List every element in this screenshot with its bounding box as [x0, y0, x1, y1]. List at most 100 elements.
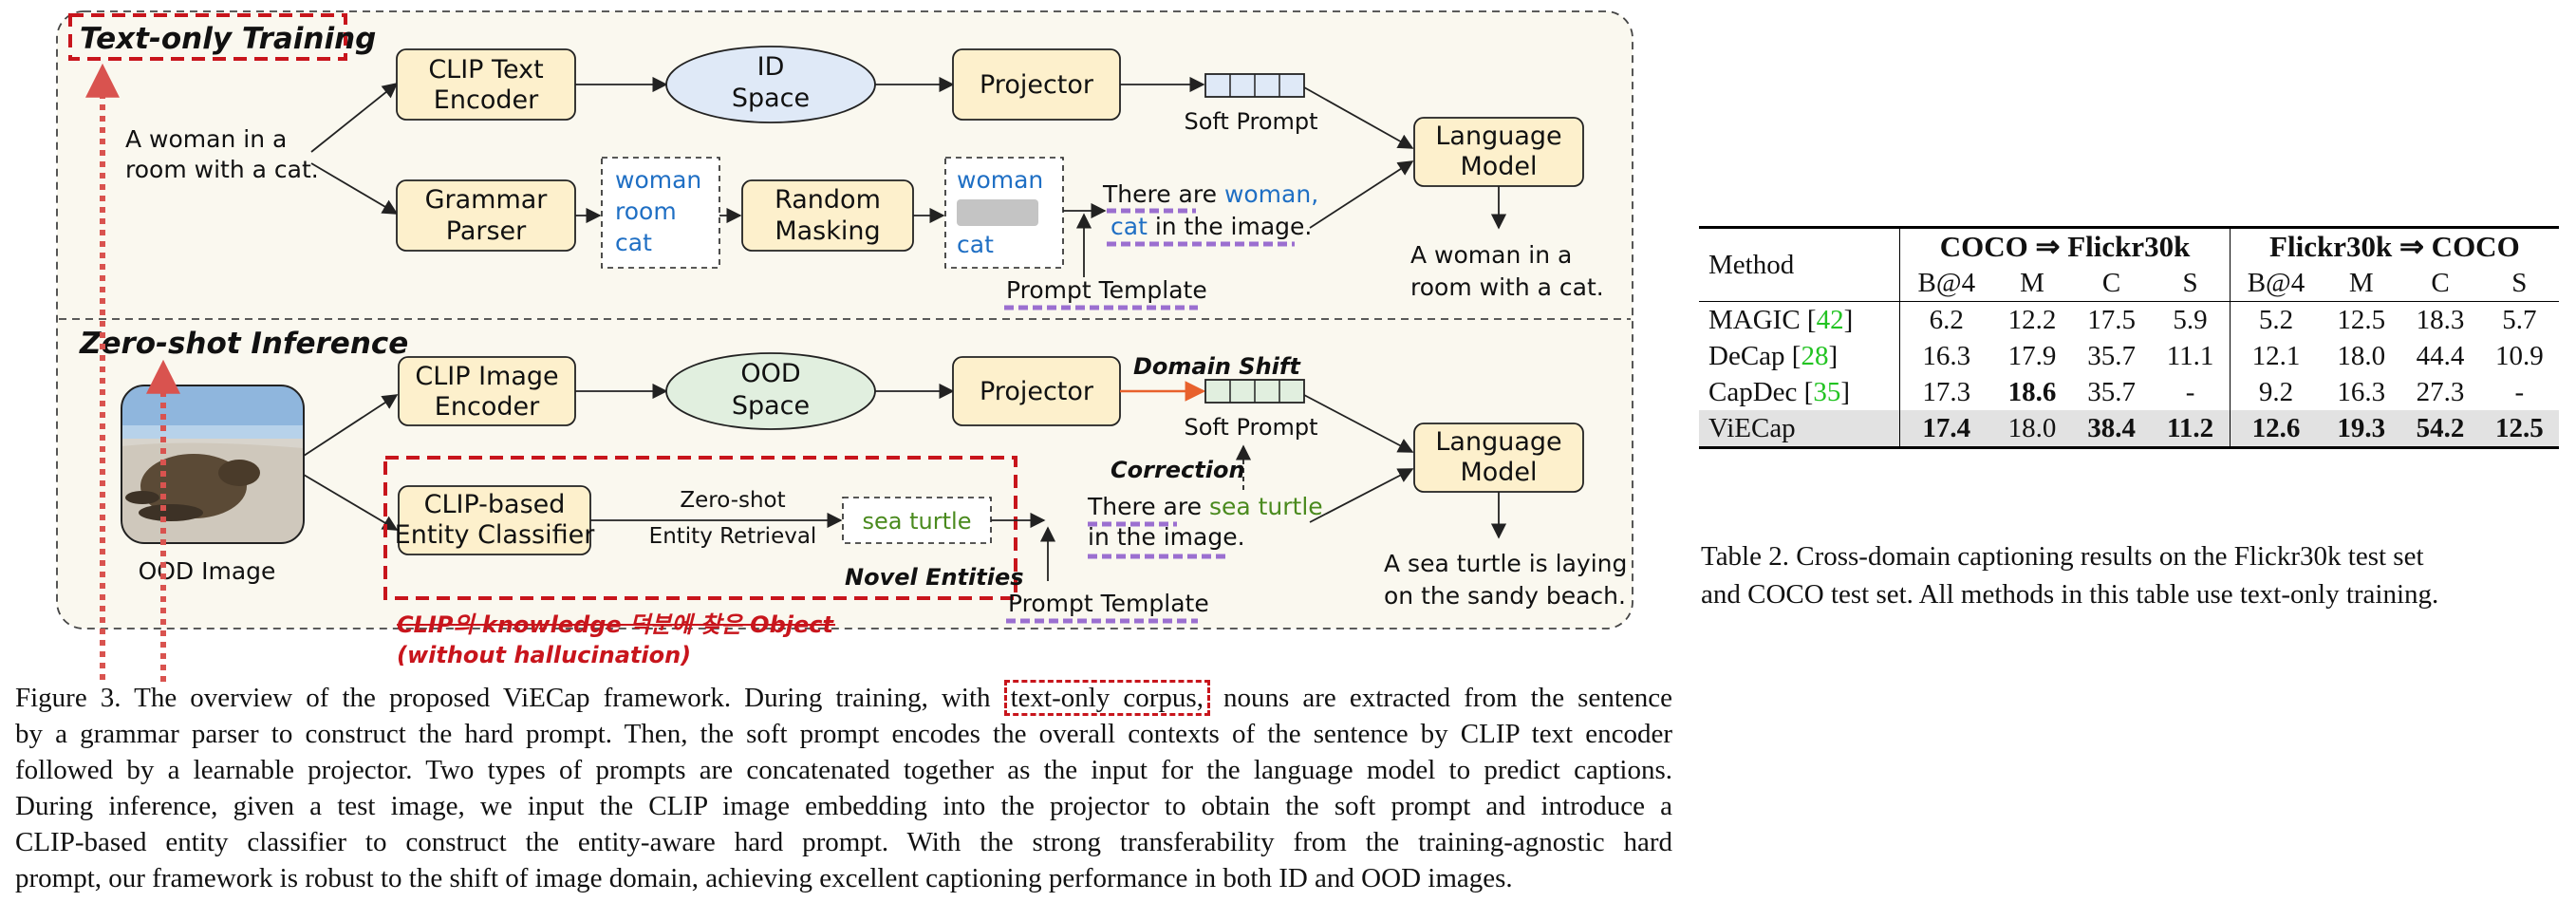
- projector-label-train: Projector: [980, 70, 1094, 100]
- value-cell: 5.9: [2151, 301, 2231, 338]
- prompt-infer-line-1: There are sea turtle: [1087, 493, 1323, 520]
- text-only-corpus-highlight: text-only corpus,: [1003, 680, 1210, 716]
- value-cell: 17.4: [1899, 410, 1993, 448]
- entity-classifier-label-1: CLIP-based: [424, 490, 566, 519]
- train-title-box: [68, 13, 347, 61]
- value-cell: 17.3: [1899, 374, 1993, 410]
- entity-sea-turtle: sea turtle: [863, 508, 972, 535]
- entity-box: [842, 497, 992, 544]
- language-model-label-infer-2: Model: [1460, 458, 1537, 487]
- infer-section-title: Zero-shot Inference: [79, 327, 408, 361]
- projector-label-infer: Projector: [980, 377, 1094, 406]
- value-cell: 12.5: [2322, 301, 2401, 338]
- metric-header: M: [2020, 267, 2044, 298]
- output-train-1: A woman in a: [1410, 241, 1572, 269]
- output-infer-1: A sea turtle is laying: [1384, 550, 1627, 577]
- results-table: Method COCO ⇒ Flickr30k Flickr30k ⇒ COCO…: [1699, 226, 2559, 449]
- random-masking-label-1: Random: [775, 185, 881, 215]
- value-cell: 54.2: [2400, 410, 2480, 448]
- random-masking-label-2: Masking: [775, 216, 880, 246]
- table-caption: Table 2. Cross-domain captioning results…: [1701, 537, 2555, 613]
- soft-prompt-label-train: Soft Prompt: [1184, 108, 1317, 135]
- figure-caption-line-5: CLIP-based entity classifier to construc…: [15, 827, 1672, 857]
- language-model-label-train-2: Model: [1460, 152, 1537, 181]
- clip-text-encoder-label-1: CLIP Text: [428, 55, 543, 85]
- figure-caption-line-4: During inference, given a test image, we…: [15, 791, 1672, 821]
- value-cell: 12.1: [2229, 338, 2323, 374]
- novel-entities-label: Novel Entities: [845, 564, 1024, 591]
- value-cell: 18.3: [2400, 301, 2480, 338]
- clip-image-encoder-label-2: Encoder: [435, 392, 540, 422]
- prompt-infer-line-2: in the image.: [1088, 523, 1245, 551]
- noun-woman: woman: [615, 166, 701, 194]
- table-row: DeCap [28] 16.3 17.9 35.7 11.1 12.1 18.0 44.4 10…: [1699, 338, 2559, 374]
- metric-header: M: [2348, 267, 2374, 298]
- value-cell: 44.4: [2416, 340, 2465, 371]
- value-cell: 9.2: [2229, 374, 2323, 410]
- ood-image-label: OOD Image: [139, 557, 276, 585]
- value-cell: 6.2: [1899, 301, 1993, 338]
- prompt-template-infer: Prompt Template: [1008, 590, 1209, 617]
- value-cell: 10.9: [2494, 340, 2544, 371]
- figure-3: Text-only Training A woman in a room wit…: [15, 10, 1672, 893]
- input-sentence-2: room with a cat.: [125, 156, 319, 183]
- value-cell: 17.5: [2071, 301, 2152, 338]
- value-cell: 18.0: [1992, 410, 2072, 448]
- value-cell: 18.6: [2007, 376, 2057, 407]
- soft-prompt-tokens-infer: [1204, 379, 1305, 404]
- caption-text: Figure 3. The overview of the proposed V…: [15, 683, 1004, 713]
- value-cell: 5.7: [2479, 301, 2559, 338]
- group-header-coco-flickr: COCO ⇒ Flickr30k: [1899, 227, 2231, 265]
- citation-link[interactable]: 42: [1816, 304, 1844, 335]
- input-sentence-1: A woman in a: [125, 125, 287, 153]
- output-infer-2: on the sandy beach.: [1384, 582, 1626, 610]
- value-cell: -: [2185, 376, 2195, 407]
- caption-text: nouns are extracted from the sentence: [1209, 683, 1673, 713]
- method-cell: ViECap: [1699, 410, 1900, 448]
- id-space-label-1: ID: [757, 52, 785, 82]
- language-model-label-train-1: Language: [1435, 122, 1561, 151]
- value-cell: 35.7: [2087, 340, 2136, 371]
- ood-image: [121, 385, 305, 544]
- metric-header: S: [2182, 267, 2198, 298]
- value-cell: 11.1: [2166, 340, 2214, 371]
- annotation-without-hallucination: (without hallucination): [397, 642, 691, 668]
- figure-caption-line-2: by a grammar parser to construct the har…: [15, 719, 1672, 749]
- group-header-flickr-coco: Flickr30k ⇒ COCO: [2229, 227, 2559, 265]
- value-cell: 16.3: [1899, 338, 1993, 374]
- metric-header: C: [2431, 267, 2450, 298]
- value-cell: 16.3: [2337, 376, 2386, 407]
- figure-caption-line-1: Figure 3. The overview of the proposed V…: [15, 680, 1672, 716]
- method-cell: DeCap [28]: [1708, 340, 1839, 371]
- value-cell: 17.9: [2007, 340, 2057, 371]
- prompt-template-train: Prompt Template: [1006, 276, 1207, 304]
- value-cell: 12.2: [1992, 301, 2072, 338]
- grammar-parser-label-1: Grammar: [425, 185, 549, 215]
- citation-link[interactable]: 35: [1813, 376, 1841, 407]
- value-cell: 18.0: [2337, 340, 2386, 371]
- table-caption-line-1: Table 2. Cross-domain captioning results…: [1701, 541, 2424, 572]
- grammar-parser-label-2: Parser: [446, 216, 527, 246]
- soft-prompt-label-infer: Soft Prompt: [1184, 414, 1317, 441]
- noun-cat: cat: [615, 229, 652, 256]
- zero-shot-label: Zero-shot: [680, 488, 785, 513]
- citation-link[interactable]: 28: [1801, 340, 1829, 371]
- metric-header: B@4: [2229, 265, 2323, 302]
- ood-space-label-1: OOD: [740, 359, 800, 388]
- novel-entities-box: [383, 456, 1017, 600]
- value-cell: 38.4: [2071, 410, 2152, 448]
- id-space-label-2: Space: [732, 84, 810, 113]
- value-cell: 35.7: [2087, 376, 2136, 407]
- clip-text-encoder-label-2: Encoder: [434, 85, 539, 115]
- output-train-2: room with a cat.: [1410, 273, 1604, 301]
- metric-header: B@4: [1899, 265, 1993, 302]
- value-cell: 12.6: [2229, 410, 2323, 448]
- noun-room: room: [615, 197, 677, 225]
- method-cell: CapDec [35]: [1708, 376, 1850, 407]
- method-header: Method: [1708, 249, 1795, 280]
- value-cell: 27.3: [2416, 376, 2465, 407]
- masked-noun-woman: woman: [957, 166, 1043, 194]
- value-cell: 5.2: [2229, 301, 2323, 338]
